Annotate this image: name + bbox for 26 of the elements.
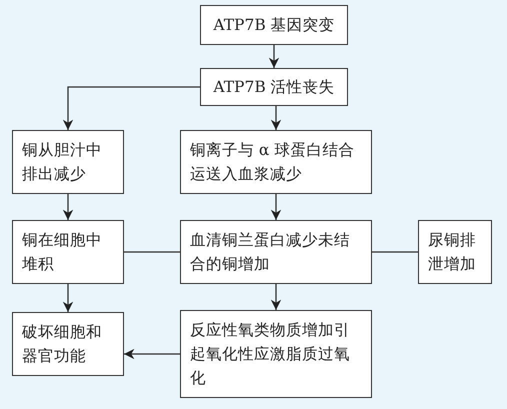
process-box [200, 68, 348, 106]
box-text: 铜离子与 α 球蛋白结合运送入血浆减少 [190, 140, 356, 185]
process-box [12, 130, 124, 194]
arrow [270, 284, 282, 310]
process-box [200, 5, 348, 45]
box-text: 尿铜排泄增加 [428, 230, 477, 275]
box-text: 血清铜兰蛋白减少未结合的铜增加 [190, 230, 351, 275]
arrow [62, 194, 74, 220]
box-text: 铜在细胞中堆积 [22, 230, 103, 275]
box-text: 破坏细胞和器官功能 [22, 322, 103, 367]
process-box [12, 220, 124, 284]
process-box [418, 220, 492, 284]
arrow [62, 284, 74, 312]
box-text: 反应性氧类物质增加引起氧化性应激脂质过氧化 [190, 320, 351, 389]
arrow [124, 348, 180, 360]
process-box [180, 220, 372, 284]
box-text: ATP7B 活性丧失 [213, 76, 335, 98]
box-text: ATP7B 基因突变 [213, 14, 335, 36]
arrow [270, 194, 282, 220]
process-box [12, 312, 124, 376]
process-box [180, 130, 372, 194]
arrow [268, 45, 280, 68]
box-text: 铜从胆汁中排出减少 [22, 140, 103, 185]
arrow [270, 106, 282, 130]
arrow [62, 86, 200, 130]
process-box [180, 310, 372, 398]
